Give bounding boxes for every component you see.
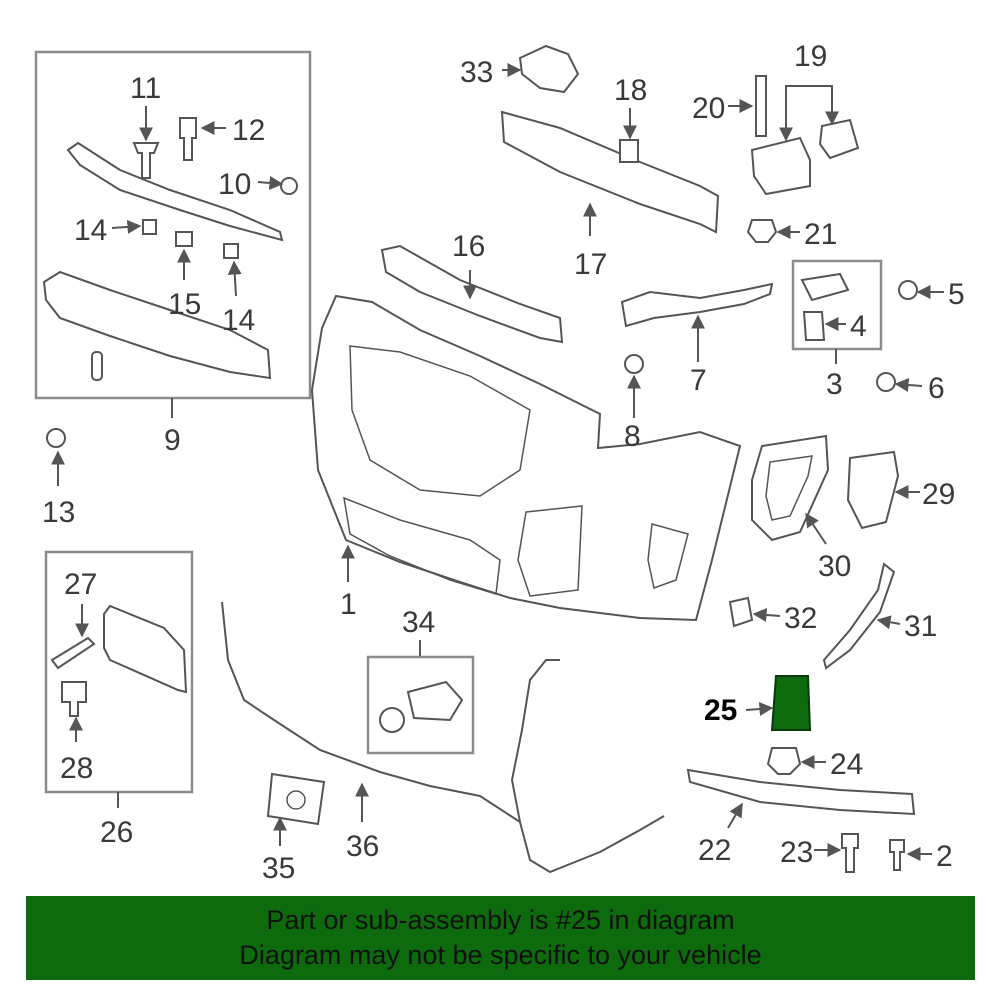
- part-25-highlighted: [770, 675, 812, 731]
- banner-line-1: Part or sub-assembly is #25 in diagram: [266, 905, 735, 935]
- banner-line-2: Diagram may not be specific to your vehi…: [239, 940, 762, 970]
- part-cap-24: [766, 747, 802, 775]
- part-sensor-housing-hole: [286, 790, 306, 810]
- callout-36: 36: [346, 830, 379, 863]
- callout-7: 7: [690, 364, 707, 397]
- part-sensor-bracket-33: [518, 44, 580, 94]
- callout-25: 25: [704, 694, 737, 727]
- part-bolt-13: [46, 428, 66, 448]
- callout-29: 29: [922, 478, 955, 511]
- info-banner: Part or sub-assembly is #25 in diagram D…: [26, 896, 975, 980]
- part-clip-19: [818, 118, 860, 160]
- callout-30: 30: [818, 550, 851, 583]
- callout-32: 32: [784, 602, 817, 635]
- callout-24: 24: [830, 748, 863, 781]
- callout-19: 19: [794, 40, 827, 73]
- part-clip-15: [175, 231, 193, 247]
- part-clip-14a: [142, 219, 157, 235]
- part-grille-opening: [349, 345, 531, 497]
- callout-1: 1: [340, 588, 357, 621]
- part-sensor-housing-35: [266, 772, 326, 826]
- callout-15: 15: [168, 288, 201, 321]
- part-fog-bezel-30: [751, 434, 830, 542]
- callout-17: 17: [574, 248, 607, 281]
- part-absorber-lower: [42, 270, 272, 380]
- callout-12: 12: [232, 114, 265, 147]
- part-wiring-branch: [510, 659, 560, 823]
- callout-18: 18: [614, 74, 647, 107]
- part-screw-11: [132, 142, 160, 179]
- callout-labels: 11 12 10 14 15 14 9 13 27 28 26 33 18 17…: [42, 40, 965, 885]
- part-lower-opening: [343, 496, 501, 595]
- callout-22: 22: [698, 834, 731, 867]
- callout-11: 11: [130, 72, 161, 105]
- part-bolt-10: [280, 177, 298, 195]
- part-rivet-27: [50, 636, 96, 670]
- part-wiring-harness: [221, 601, 665, 874]
- part-clip-small: [91, 351, 103, 381]
- part-pin-2: [889, 839, 905, 871]
- callout-13: 13: [42, 496, 75, 529]
- callout-33: 33: [460, 56, 493, 89]
- callout-27: 27: [64, 568, 97, 601]
- callout-8: 8: [624, 420, 641, 453]
- part-clip-14b: [223, 243, 239, 259]
- callout-4: 4: [850, 310, 867, 343]
- part-fog-bezel-30-inner: [765, 455, 813, 521]
- part-bolt-28: [61, 681, 87, 717]
- callout-20: 20: [692, 92, 725, 125]
- part-bolt-6: [876, 372, 896, 392]
- callout-35: 35: [262, 852, 295, 885]
- part-bolt-12: [179, 117, 197, 161]
- callout-26: 26: [100, 816, 133, 849]
- part-sensor-grommet: [379, 707, 405, 733]
- callout-9: 9: [164, 424, 181, 457]
- part-bracket-19: [750, 136, 811, 196]
- leader-lines: [51, 63, 944, 861]
- part-fog-opening-right: [647, 523, 689, 589]
- part-lower-molding-22: [686, 768, 916, 816]
- callout-14b: 14: [222, 304, 255, 337]
- part-clip-4: [802, 311, 826, 341]
- part-bolt-20: [755, 75, 767, 137]
- callout-34: 34: [402, 606, 435, 639]
- part-fog-opening-left: [517, 505, 583, 597]
- callout-3: 3: [826, 368, 843, 401]
- callout-21: 21: [804, 218, 837, 251]
- part-park-sensor: [406, 680, 464, 722]
- callout-10: 10: [218, 168, 251, 201]
- part-clip-32: [728, 596, 754, 628]
- callout-6: 6: [928, 372, 945, 405]
- part-pad-18: [619, 139, 639, 163]
- part-molding-31: [822, 562, 896, 670]
- callout-23: 23: [780, 836, 813, 869]
- part-bracket-7: [620, 282, 774, 328]
- part-bolt-5: [898, 280, 918, 300]
- part-fog-grille-29: [846, 450, 900, 530]
- callout-5: 5: [948, 278, 965, 311]
- callout-14a: 14: [74, 214, 107, 247]
- part-license-bracket: [103, 604, 188, 694]
- part-reinforcement-upper: [66, 141, 284, 242]
- callout-16: 16: [452, 230, 485, 263]
- part-bolt-23: [841, 833, 859, 873]
- part-impact-bar: [500, 110, 720, 234]
- part-bracket-3: [800, 272, 850, 302]
- callout-2: 2: [936, 840, 953, 873]
- part-front-fascia: [310, 294, 742, 622]
- callout-31: 31: [904, 610, 937, 643]
- part-nut-21: [746, 219, 778, 243]
- callout-28: 28: [60, 752, 93, 785]
- part-bolt-8: [624, 354, 644, 374]
